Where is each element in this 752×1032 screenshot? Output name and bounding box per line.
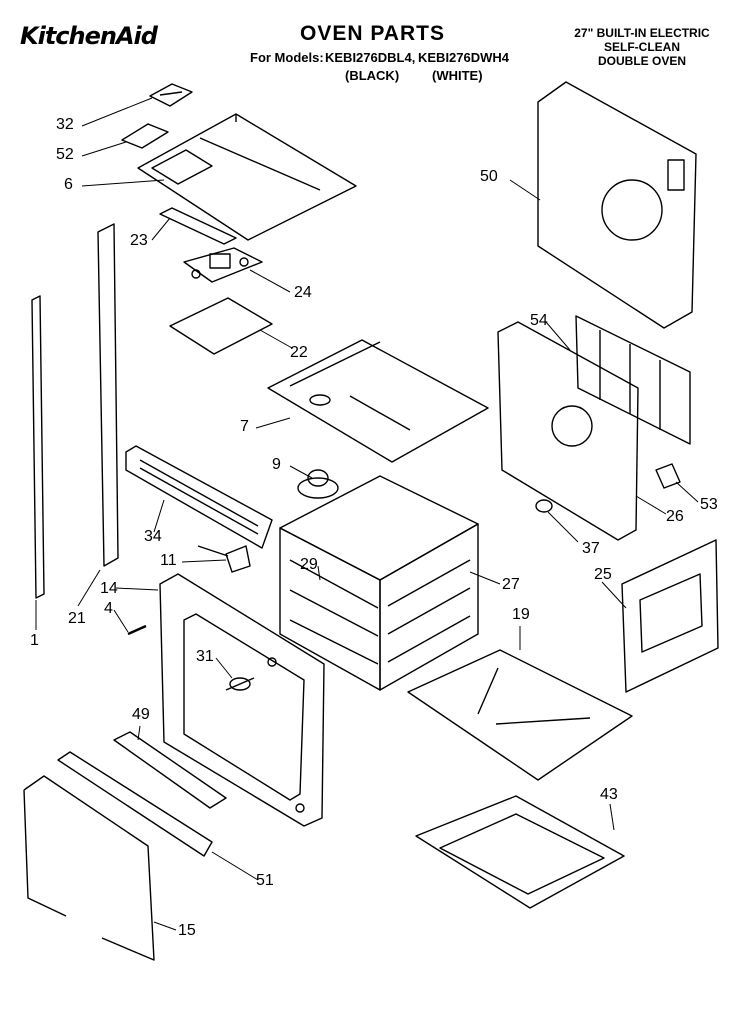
- callout-54: 54: [530, 312, 548, 329]
- part-32-bracket: [149, 83, 193, 107]
- callout-49: 49: [132, 706, 150, 723]
- part-37-element: [535, 499, 553, 513]
- brand-logo: KitchenAid: [20, 22, 158, 50]
- part-49-panel: [113, 731, 227, 809]
- part-51-bar: [57, 751, 213, 857]
- page-title: OVEN PARTS: [300, 22, 445, 45]
- part-53-clip: [655, 463, 681, 489]
- callout-34: 34: [144, 528, 162, 545]
- callout-27: 27: [502, 576, 520, 593]
- callout-53: 53: [700, 496, 718, 513]
- callout-9: 9: [272, 456, 281, 473]
- callout-37: 37: [582, 540, 600, 557]
- callout-23: 23: [130, 232, 148, 249]
- callout-52: 52: [56, 146, 74, 163]
- part-1-rail: [31, 295, 45, 599]
- variant-white: (WHITE): [432, 68, 483, 83]
- part-14-door-frame: [159, 573, 325, 827]
- part-54-rear-assembly: [497, 315, 691, 541]
- part-50-back-panel: [537, 81, 697, 329]
- part-6-top-panel: [137, 113, 357, 241]
- part-22-plate: [169, 297, 273, 355]
- part-52-pad: [121, 123, 169, 149]
- callout-32: 32: [56, 116, 74, 133]
- callout-25: 25: [594, 566, 612, 583]
- callout-50: 50: [480, 168, 498, 185]
- part-7-shelf: [267, 339, 489, 463]
- callout-7: 7: [240, 418, 249, 435]
- callout-19: 19: [512, 606, 530, 623]
- part-9-dome: [297, 469, 339, 499]
- spec-line-2: SELF-CLEAN: [604, 40, 680, 54]
- callout-21: 21: [68, 610, 86, 627]
- callout-29: 29: [300, 556, 318, 573]
- callout-1: 1: [30, 632, 39, 649]
- part-27-oven-cavity: [279, 475, 479, 691]
- part-19-tray: [407, 649, 633, 781]
- part-4-screw: [127, 624, 147, 636]
- callout-24: 24: [294, 284, 312, 301]
- part-15-gasket: [23, 775, 155, 961]
- callout-22: 22: [290, 344, 308, 361]
- callout-14: 14: [100, 580, 118, 597]
- part-34-vent-grille: [125, 445, 273, 549]
- part-23-strip: [159, 207, 237, 245]
- callout-43: 43: [600, 786, 618, 803]
- model-number-1: KEBI276DBL4,: [325, 50, 416, 65]
- part-25-side-panel: [621, 539, 719, 693]
- variant-black: (BLACK): [345, 68, 400, 83]
- callout-6: 6: [64, 176, 73, 193]
- part-24-switch: [183, 247, 263, 283]
- callout-11: 11: [160, 552, 177, 569]
- callout-26: 26: [666, 508, 684, 525]
- part-21-side-trim: [97, 223, 119, 567]
- callout-4: 4: [104, 600, 113, 617]
- callout-15: 15: [178, 922, 196, 939]
- callout-31: 31: [196, 648, 214, 665]
- part-43-bottom-pan: [415, 795, 625, 909]
- models-prefix: For Models:: [250, 50, 324, 65]
- part-31-knob: [225, 677, 255, 691]
- model-number-2: KEBI276DWH4: [418, 50, 510, 65]
- leader-lines: [35, 97, 699, 931]
- spec-line-3: DOUBLE OVEN: [597, 54, 686, 68]
- part-11-sensor: [197, 545, 251, 573]
- spec-line-1: 27" BUILT-IN ELECTRIC: [574, 26, 710, 40]
- callout-51: 51: [256, 872, 274, 889]
